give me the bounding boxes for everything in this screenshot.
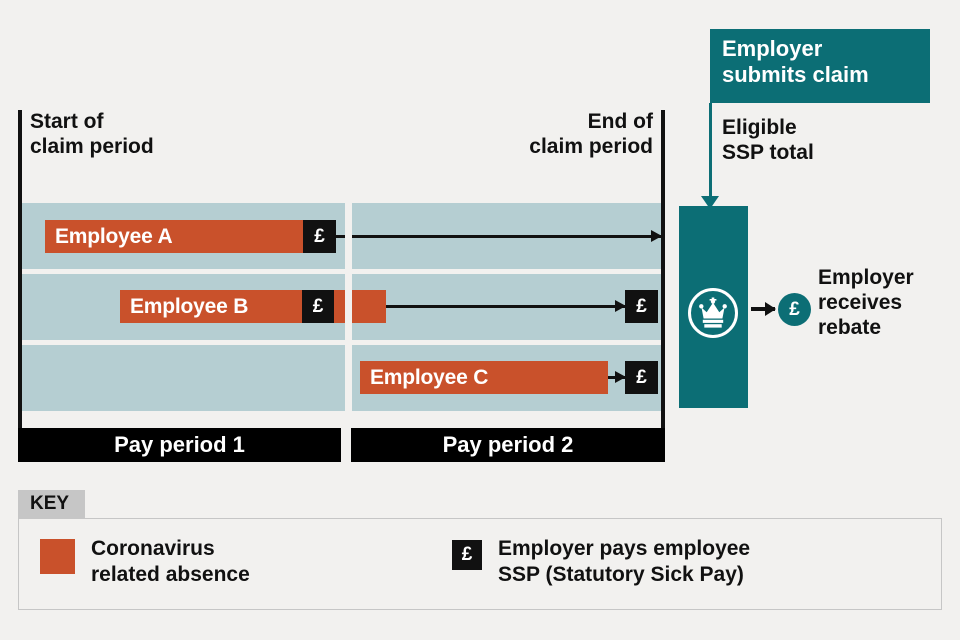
absence-label-employee-c: Employee C: [370, 365, 489, 389]
absence-bar-employee-b: Employee B: [120, 290, 302, 323]
eligible-ssp-total-label: Eligible SSP total: [722, 116, 814, 165]
timeline-chart: Start of claim period End of claim perio…: [18, 110, 665, 462]
pay-period-label-1: Pay period 1: [18, 428, 341, 462]
black-pound-square-icon: £: [452, 540, 482, 570]
rebate-arrow: [751, 301, 776, 316]
pay-period-divider-gap: [345, 203, 352, 411]
band-employee-c-period-1: [20, 345, 345, 411]
claim-period-start-label: Start of claim period: [30, 110, 154, 158]
arrow-employee-b-to-claim: [386, 300, 626, 312]
pound-symbol: £: [314, 225, 325, 247]
key-item-coronavirus-absence: Coronavirus related absence: [40, 536, 250, 587]
claim-flow-arrow-head: [701, 196, 719, 209]
absence-label-employee-b: Employee B: [130, 294, 249, 318]
claim-flow-arrow-line: [709, 103, 712, 206]
claim-period-end-label: End of claim period: [529, 110, 653, 158]
absence-bar-employee-b-continued: [334, 290, 386, 323]
employer-submits-claim-banner: Employer submits claim: [710, 29, 930, 103]
ssp-badge-employee-b-2: £: [625, 290, 658, 323]
hmrc-crown-icon: [685, 285, 741, 341]
key-item-label: Employer pays employee SSP (Statutory Si…: [498, 537, 751, 586]
pound-symbol: £: [636, 295, 647, 317]
key-title: KEY: [18, 490, 86, 518]
arrow-employee-c-to-claim: [608, 371, 626, 383]
absence-bar-employee-a: Employee A: [45, 220, 303, 253]
arrow-employee-a-to-claim: [336, 230, 662, 242]
employer-receives-rebate-label: Employer receives rebate: [818, 266, 914, 340]
pound-symbol: £: [636, 366, 647, 388]
pound-symbol: £: [312, 295, 324, 317]
claim-period-end-rule: [661, 110, 665, 462]
pound-symbol: £: [461, 544, 473, 565]
ssp-badge-employee-b-1: £: [302, 290, 334, 323]
orange-square-icon: [40, 539, 75, 574]
coin-pound-symbol: £: [789, 298, 800, 320]
ssp-badge-employee-a-1: £: [303, 220, 336, 253]
key-item-label: Coronavirus related absence: [91, 537, 250, 586]
absence-label-employee-a: Employee A: [55, 224, 173, 248]
claim-period-start-rule: [18, 110, 22, 462]
pay-period-label-2: Pay period 2: [351, 428, 665, 462]
ssp-badge-employee-c-1: £: [625, 361, 658, 394]
absence-bar-employee-c: Employee C: [360, 361, 608, 394]
rebate-coin-icon: £: [778, 293, 811, 326]
key-item-employer-pays-ssp: £ Employer pays employee SSP (Statutory …: [452, 536, 750, 587]
